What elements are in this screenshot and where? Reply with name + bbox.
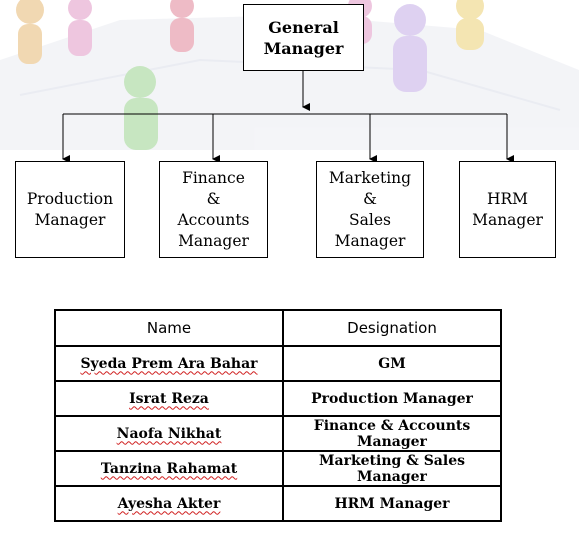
production-manager-label: Production Manager [26, 189, 114, 229]
name-cell: Naofa Nikhat [54, 415, 284, 452]
name-cell: Syeda Prem Ara Bahar [54, 345, 284, 382]
column-header-designation: Designation [282, 309, 502, 347]
table-row: Israt Reza Production Manager [54, 380, 502, 417]
table-row: Naofa Nikhat Finance & Accounts Manager [54, 415, 502, 452]
table-row: Syeda Prem Ara Bahar GM [54, 345, 502, 382]
table-row: Ayesha Akter HRM Manager [54, 485, 502, 522]
production-manager-node: Production Manager [15, 161, 125, 258]
marketing-sales-manager-label: Marketing & Sales Manager [328, 168, 412, 250]
finance-accounts-manager-label: Finance & Accounts Manager [177, 168, 250, 250]
general-manager-label: General Manager [263, 17, 344, 58]
marketing-sales-manager-node: Marketing & Sales Manager [316, 161, 424, 258]
table-row: Tanzina Rahamat Marketing & Sales Manage… [54, 450, 502, 487]
hrm-manager-node: HRM Manager [459, 161, 556, 258]
name-text: Ayesha Akter [117, 495, 221, 512]
name-text: Naofa Nikhat [116, 425, 222, 442]
hrm-manager-label: HRM Manager [472, 189, 543, 229]
column-header-name: Name [54, 309, 284, 347]
name-cell: Ayesha Akter [54, 485, 284, 522]
designation-cell: Finance & Accounts Manager [282, 415, 502, 452]
name-text: Tanzina Rahamat [100, 460, 238, 477]
designation-cell: Marketing & Sales Manager [282, 450, 502, 487]
general-manager-node: General Manager [243, 4, 364, 71]
name-text: Syeda Prem Ara Bahar [80, 355, 258, 372]
designation-cell: HRM Manager [282, 485, 502, 522]
staff-table: Name Designation Syeda Prem Ara Bahar GM… [54, 309, 502, 522]
designation-cell: Production Manager [282, 380, 502, 417]
table-header-row: Name Designation [54, 309, 502, 347]
designation-cell: GM [282, 345, 502, 382]
name-cell: Tanzina Rahamat [54, 450, 284, 487]
name-cell: Israt Reza [54, 380, 284, 417]
finance-accounts-manager-node: Finance & Accounts Manager [159, 161, 268, 258]
name-text: Israt Reza [129, 390, 209, 407]
